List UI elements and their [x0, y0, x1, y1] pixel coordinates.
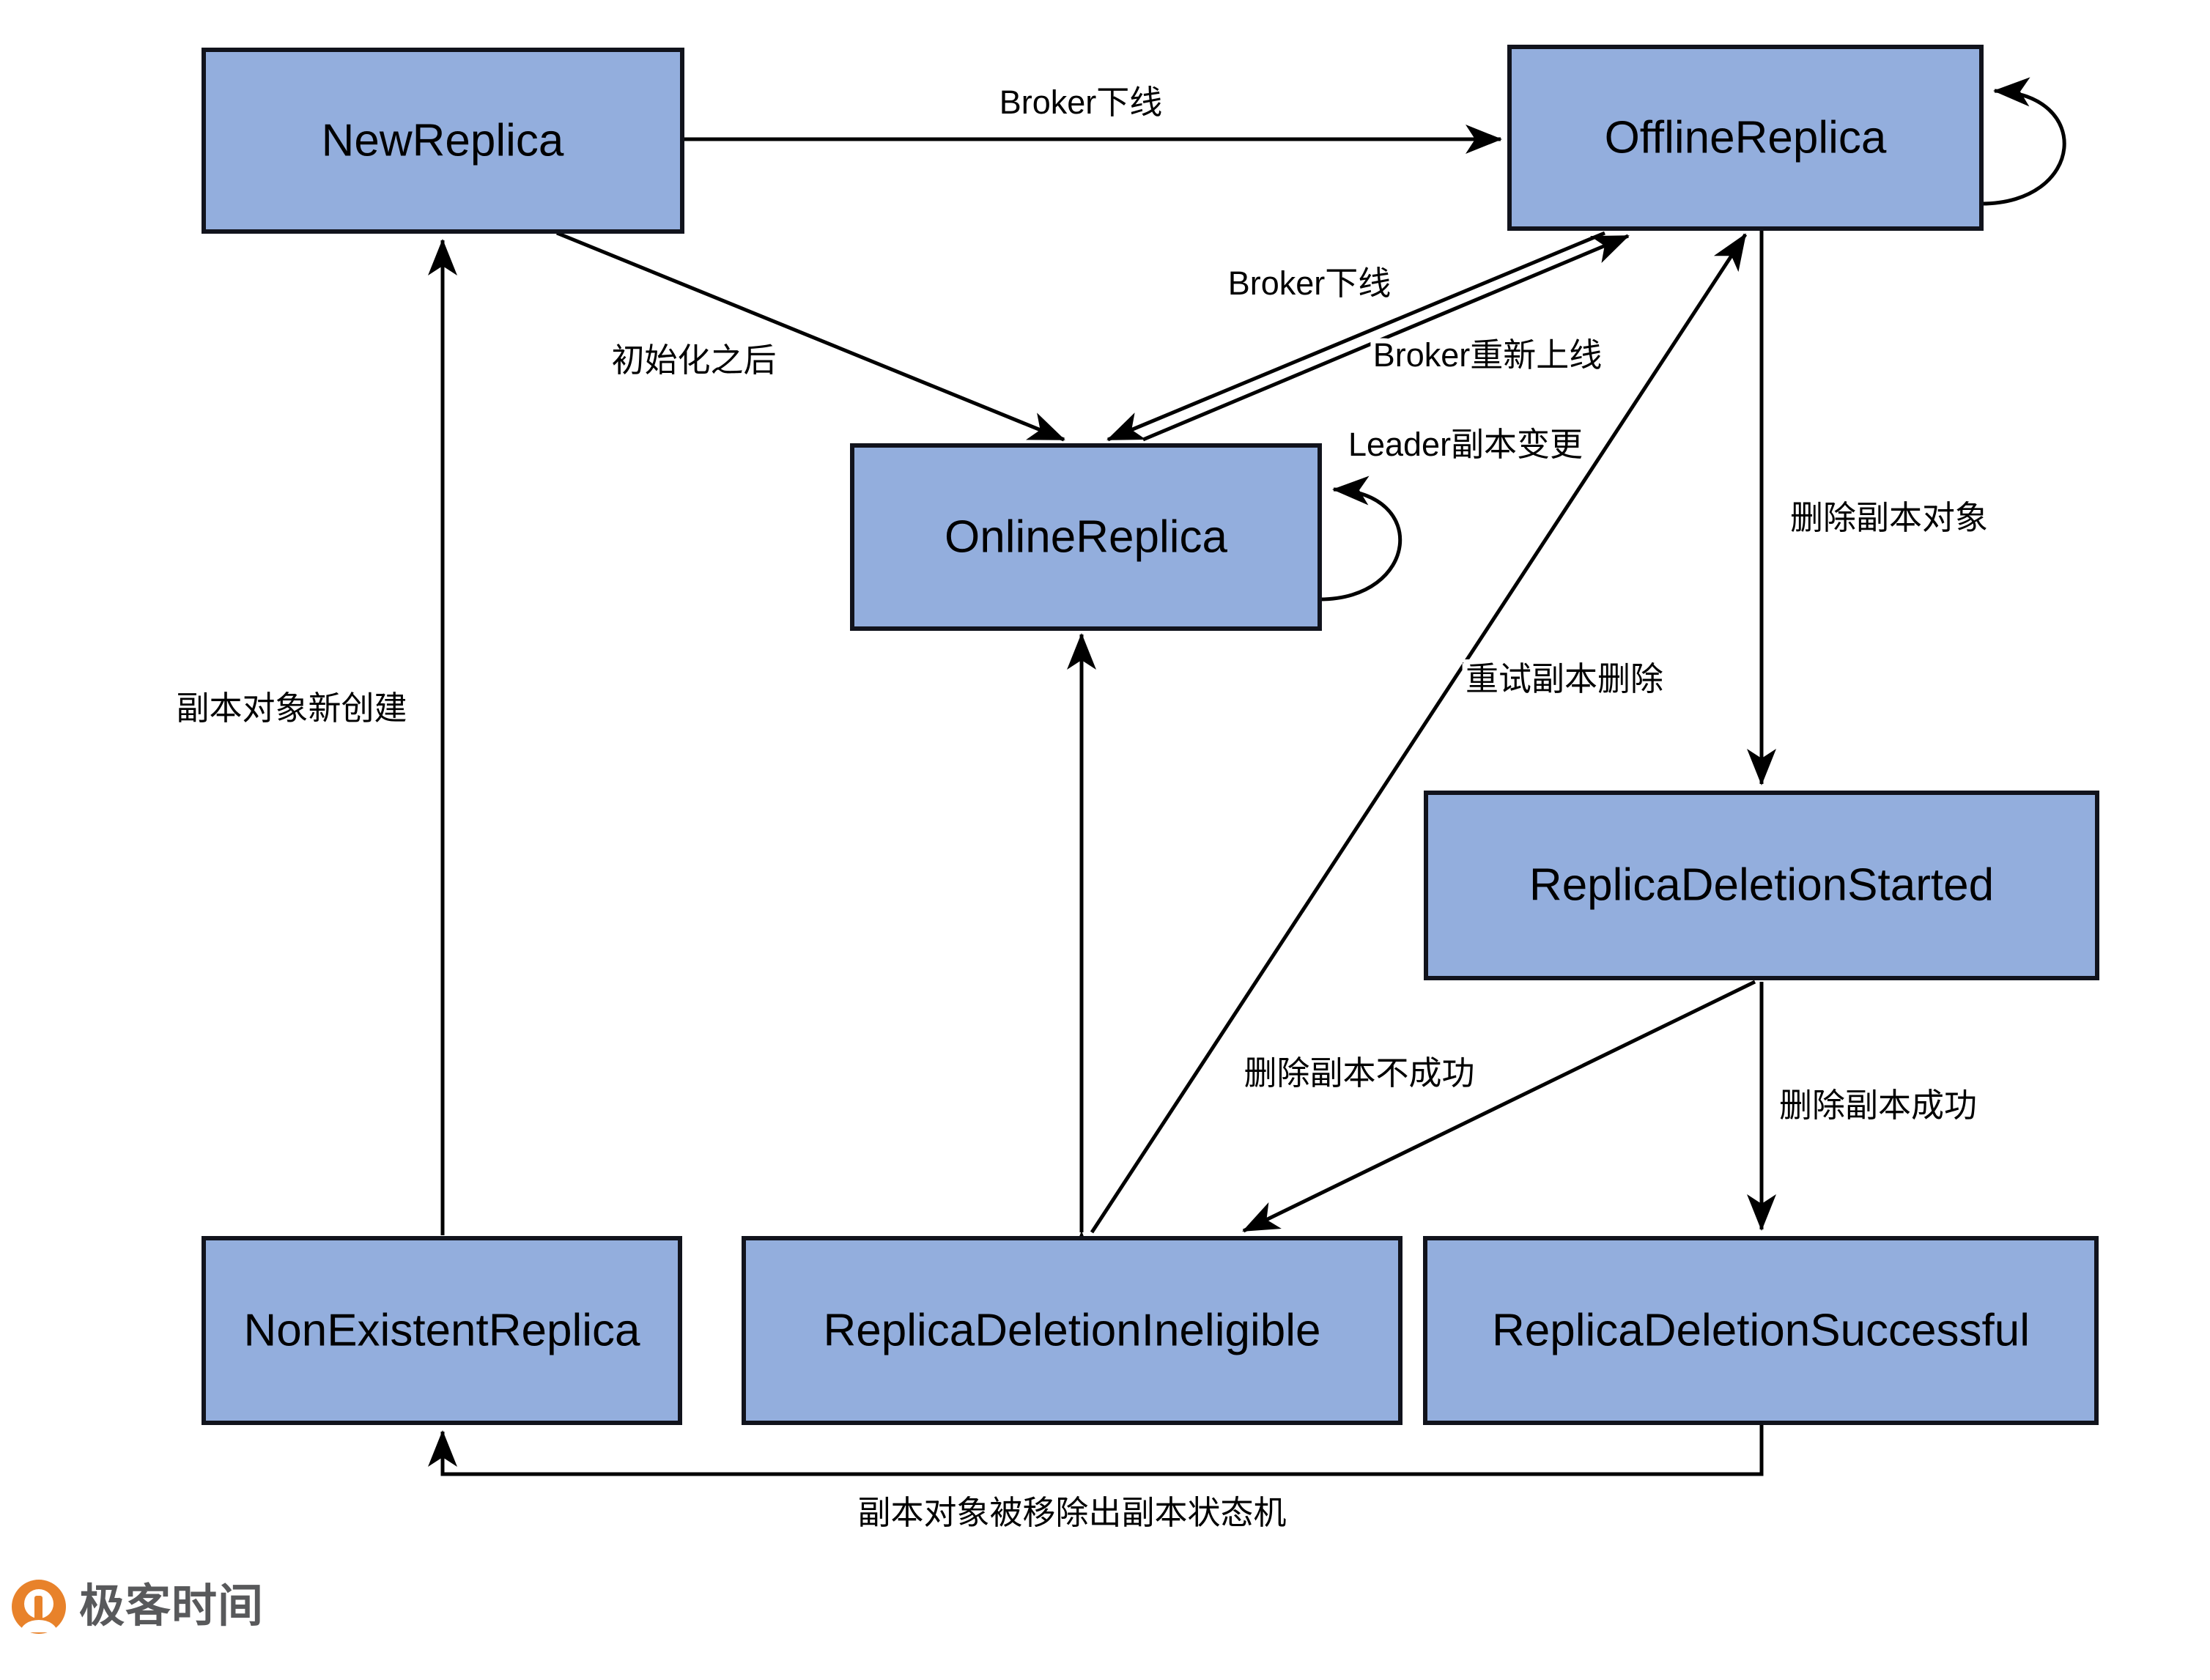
- edges-layer: [428, 77, 2066, 1476]
- edge-labels-layer: Broker下线 初始化之后 Broker下线 Broker重新上线 Leade…: [171, 78, 1993, 1536]
- edge-label-broker-offline-top: Broker下线: [999, 84, 1163, 121]
- edge-label-after-init: 初始化之后: [611, 341, 776, 379]
- node-new-replica[interactable]: NewReplica: [202, 48, 684, 234]
- edge-online-self-loop: [1319, 475, 1402, 602]
- node-online-replica[interactable]: OnlineReplica: [850, 443, 1322, 631]
- node-replica-deletion-successful[interactable]: ReplicaDeletionSuccessful: [1423, 1236, 2099, 1425]
- node-replica-deletion-ineligible[interactable]: ReplicaDeletionIneligible: [742, 1236, 1402, 1425]
- geektime-compass-icon: [12, 1580, 66, 1634]
- edge-label-retry-replica-delete: 重试副本删除: [1466, 660, 1663, 697]
- edge-successful-to-nonexistent: [428, 1424, 1764, 1476]
- edge-label-broker-back-online: Broker重新上线: [1373, 336, 1603, 374]
- watermark: 极客时间: [12, 1580, 264, 1634]
- edge-label-replica-removed-from-state-machine: 副本对象被移除出副本状态机: [857, 1494, 1286, 1531]
- edge-label-delete-replica-object: 删除副本对象: [1790, 499, 1988, 536]
- edge-label-delete-replica-failed: 删除副本不成功: [1243, 1054, 1474, 1092]
- node-offline-replica[interactable]: OfflineReplica: [1507, 45, 1984, 231]
- nodes-layer: NewReplica OfflineReplica OnlineReplica …: [202, 45, 2099, 1425]
- edge-label-broker-offline-mid: Broker下线: [1228, 264, 1392, 302]
- edge-label-delete-replica-success: 删除副本成功: [1779, 1087, 1977, 1124]
- node-replica-deletion-started[interactable]: ReplicaDeletionStarted: [1424, 791, 2099, 980]
- edge-deletionstarted-to-ineligible: [1242, 980, 1756, 1233]
- edge-new-to-online: [556, 231, 1065, 442]
- edge-ineligible-to-offline: [1090, 233, 1748, 1234]
- watermark-brand-text: 极客时间: [79, 1581, 265, 1632]
- edge-online-to-offline: [1142, 234, 1630, 442]
- edge-label-replica-object-created: 副本对象新创建: [176, 689, 407, 727]
- edge-label-leader-replica-change: Leader副本变更: [1348, 426, 1583, 463]
- edge-offline-to-online: [1106, 231, 1605, 442]
- node-non-existent-replica[interactable]: NonExistentReplica: [202, 1236, 682, 1425]
- edge-offline-self-loop: [1981, 77, 2066, 206]
